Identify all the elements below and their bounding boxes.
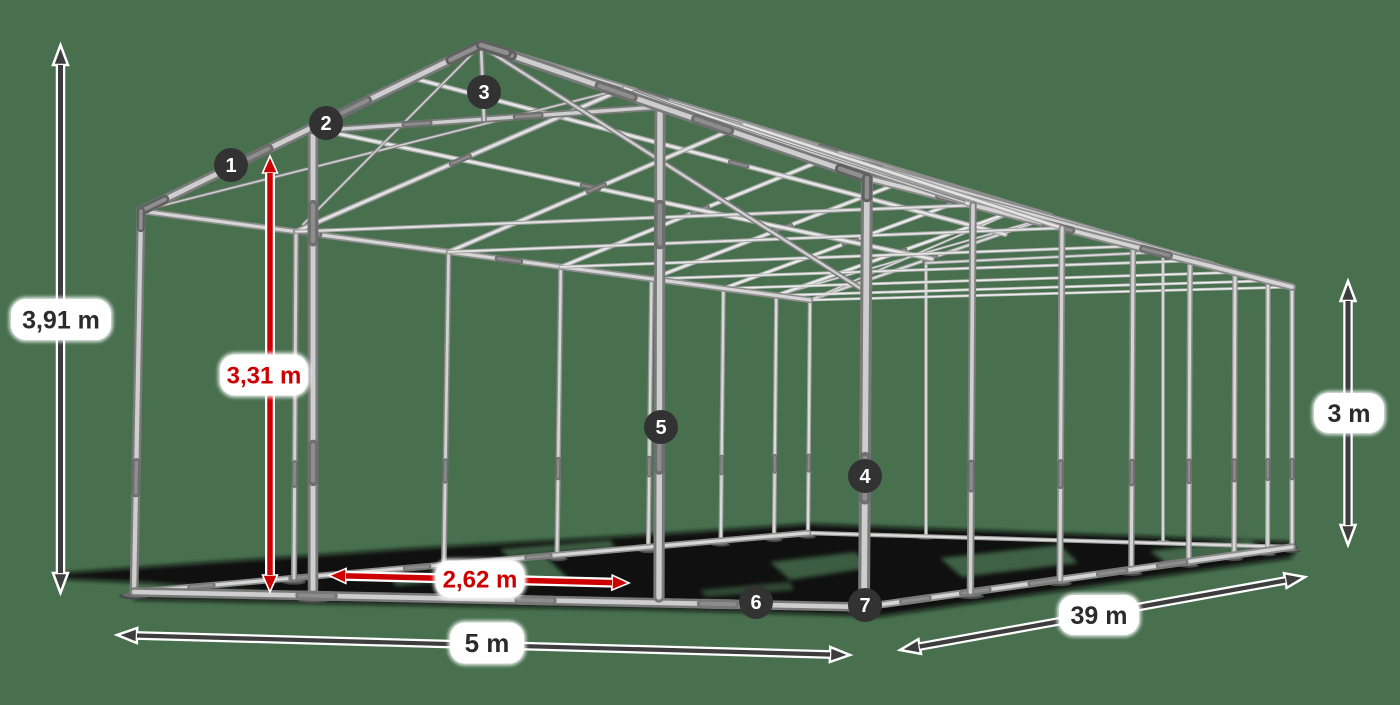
svg-text:3 m: 3 m <box>1327 400 1370 428</box>
svg-text:7: 7 <box>859 595 870 617</box>
svg-text:5 m: 5 m <box>465 628 510 658</box>
svg-text:4: 4 <box>859 466 871 488</box>
svg-text:3: 3 <box>478 82 489 104</box>
svg-text:3,91 m: 3,91 m <box>22 306 100 334</box>
svg-text:1: 1 <box>225 155 236 177</box>
svg-text:2: 2 <box>320 113 331 135</box>
svg-text:39 m: 39 m <box>1071 602 1128 630</box>
svg-text:2,62 m: 2,62 m <box>443 566 518 593</box>
svg-text:5: 5 <box>655 417 666 439</box>
svg-text:3,31 m: 3,31 m <box>227 362 302 389</box>
svg-text:6: 6 <box>750 592 761 614</box>
